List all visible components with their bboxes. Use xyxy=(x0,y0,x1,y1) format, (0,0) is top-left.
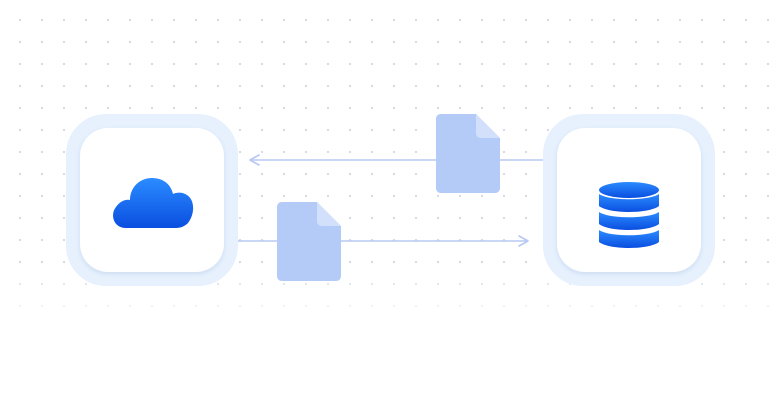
cloud-icon xyxy=(113,178,194,228)
document-icon xyxy=(277,202,341,281)
database-node[interactable] xyxy=(543,114,715,286)
cloud-node-card xyxy=(80,128,224,272)
database-icon xyxy=(599,182,659,248)
document-icon xyxy=(436,114,500,193)
cloud-node[interactable] xyxy=(66,114,238,286)
database-node-card xyxy=(557,128,701,272)
